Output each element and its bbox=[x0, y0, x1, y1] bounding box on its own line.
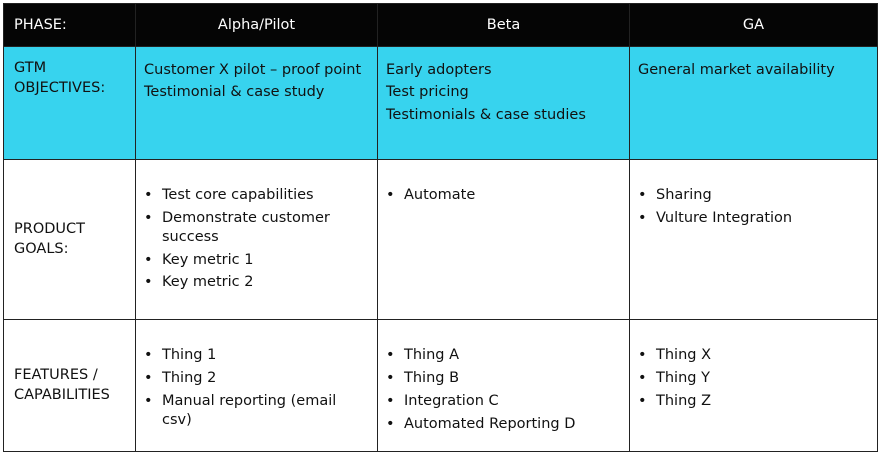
phase-ga-label: GA bbox=[742, 16, 765, 33]
bullet-list: • Automate bbox=[378, 186, 621, 205]
list-item-text: Demonstrate customer success bbox=[162, 209, 330, 245]
row-label-line: OBJECTIVES: bbox=[14, 79, 106, 96]
list-item-text: Thing X bbox=[656, 347, 712, 363]
list-item-text: Key metric 2 bbox=[162, 274, 254, 291]
bullet-icon: • bbox=[638, 369, 647, 386]
bullet-icon: • bbox=[144, 187, 153, 203]
phase-header-ga: GA bbox=[630, 4, 877, 47]
row-label-line: GOALS: bbox=[14, 240, 69, 257]
bullet-list: • Test core capabilities • Demonstrate cus… bbox=[136, 186, 369, 292]
list-item: • Sharing bbox=[630, 186, 869, 205]
bullet-icon: • bbox=[386, 347, 395, 363]
phase-header-beta: Beta bbox=[378, 4, 630, 47]
gtm-objectives-beta: Early adopters Test pricing Testimonials… bbox=[378, 47, 630, 160]
features-ga: • Thing X • Thing Y • Thing Z bbox=[630, 320, 877, 451]
list-item-text: Key metric 1 bbox=[162, 251, 254, 268]
list-item-text: Test core capabilities bbox=[162, 187, 314, 203]
product-goals-beta: • Automate bbox=[378, 160, 630, 320]
list-item-text: Thing 2 bbox=[162, 369, 217, 386]
bullet-icon: • bbox=[386, 392, 395, 409]
list-item: • Thing X bbox=[630, 346, 869, 365]
list-item-text: Thing A bbox=[404, 347, 459, 363]
list-item: • Key metric 2 bbox=[136, 273, 369, 292]
list-item: • Automated Reporting D bbox=[378, 415, 621, 434]
phase-alpha-label: Alpha/Pilot bbox=[217, 16, 296, 33]
bullet-list: • Thing 1 • Thing 2 • Manual reporting (ema… bbox=[136, 346, 369, 429]
list-item: • Vulture Integration bbox=[630, 209, 869, 228]
bullet-icon: • bbox=[386, 187, 395, 203]
product-goals-ga: • Sharing • Vulture Integration bbox=[630, 160, 877, 320]
list-item-text: Automate bbox=[404, 187, 476, 203]
list-item: • Thing A bbox=[378, 346, 621, 365]
list-item: • Thing 1 bbox=[136, 346, 369, 365]
list-item-text: Thing 1 bbox=[162, 347, 217, 363]
phase-header-label: PHASE: bbox=[4, 4, 136, 47]
roadmap-table: PHASE: Alpha/Pilot Beta GA GTM OBJECTIVE… bbox=[3, 3, 878, 452]
row-label-line: CAPABILITIES bbox=[14, 386, 110, 403]
bullet-icon: • bbox=[638, 392, 647, 409]
list-item: • Integration C bbox=[378, 392, 621, 411]
gtm-objectives-alpha: Customer X pilot – proof point Testimoni… bbox=[136, 47, 378, 160]
list-item-text: Integration C bbox=[404, 392, 499, 409]
product-goals-alpha: • Test core capabilities • Demonstrate cus… bbox=[136, 160, 378, 320]
objective-text: Test pricing bbox=[386, 84, 469, 101]
features-alpha: • Thing 1 • Thing 2 • Manual reporting (ema… bbox=[136, 320, 378, 451]
objective-text: Testimonials & case studies bbox=[386, 106, 586, 123]
list-item: • Thing 2 bbox=[136, 369, 369, 388]
list-item: • Thing Z bbox=[630, 392, 869, 411]
list-item-text: Thing B bbox=[404, 369, 460, 386]
bullet-icon: • bbox=[638, 347, 647, 363]
bullet-icon: • bbox=[638, 187, 647, 203]
list-item-text: Thing Y bbox=[656, 369, 710, 386]
list-item: • Manual reporting (email csv) bbox=[136, 392, 369, 430]
product-goals-label: PRODUCT GOALS: bbox=[4, 160, 136, 320]
bullet-icon: • bbox=[144, 251, 153, 268]
list-item: • Key metric 1 bbox=[136, 251, 369, 270]
bullet-icon: • bbox=[144, 209, 153, 226]
list-item: • Test core capabilities bbox=[136, 186, 369, 205]
bullet-list: • Sharing • Vulture Integration bbox=[630, 186, 869, 228]
list-item-text: Vulture Integration bbox=[656, 209, 793, 226]
phase-beta-label: Beta bbox=[486, 16, 521, 33]
list-item-text: Thing Z bbox=[656, 392, 712, 409]
bullet-icon: • bbox=[144, 369, 153, 386]
list-item: • Automate bbox=[378, 186, 621, 205]
list-item-text: Sharing bbox=[656, 187, 712, 203]
list-item: • Demonstrate customer success bbox=[136, 209, 369, 247]
bullet-icon: • bbox=[144, 274, 153, 291]
list-item: • Thing B bbox=[378, 369, 621, 388]
objective-text: General market availability bbox=[638, 62, 835, 78]
objective-text: Customer X pilot – proof point bbox=[144, 62, 362, 78]
bullet-icon: • bbox=[386, 369, 395, 386]
row-label-line: GTM bbox=[14, 60, 47, 76]
gtm-objectives-ga: General market availability bbox=[630, 47, 877, 160]
bullet-icon: • bbox=[386, 415, 395, 432]
phase-label: PHASE: bbox=[14, 16, 67, 33]
features-capabilities-label: FEATURES / CAPABILITIES bbox=[4, 320, 136, 451]
features-beta: • Thing A • Thing B • Integration C • Automa… bbox=[378, 320, 630, 451]
objective-text: Testimonial & case study bbox=[144, 84, 325, 101]
phase-header-alpha: Alpha/Pilot bbox=[136, 4, 378, 47]
row-label-line: PRODUCT bbox=[14, 220, 85, 237]
gtm-objectives-label: GTM OBJECTIVES: bbox=[4, 47, 136, 160]
list-item: • Thing Y bbox=[630, 369, 869, 388]
list-item-text: Automated Reporting D bbox=[404, 415, 576, 432]
bullet-list: • Thing X • Thing Y • Thing Z bbox=[630, 346, 869, 411]
bullet-icon: • bbox=[144, 392, 153, 409]
row-label-line: FEATURES / bbox=[14, 366, 98, 383]
bullet-icon: • bbox=[638, 209, 647, 226]
bullet-icon: • bbox=[144, 347, 153, 363]
bullet-list: • Thing A • Thing B • Integration C • Automa… bbox=[378, 346, 621, 433]
list-item-text: Manual reporting (email csv) bbox=[162, 392, 337, 428]
objective-text: Early adopters bbox=[386, 62, 492, 78]
